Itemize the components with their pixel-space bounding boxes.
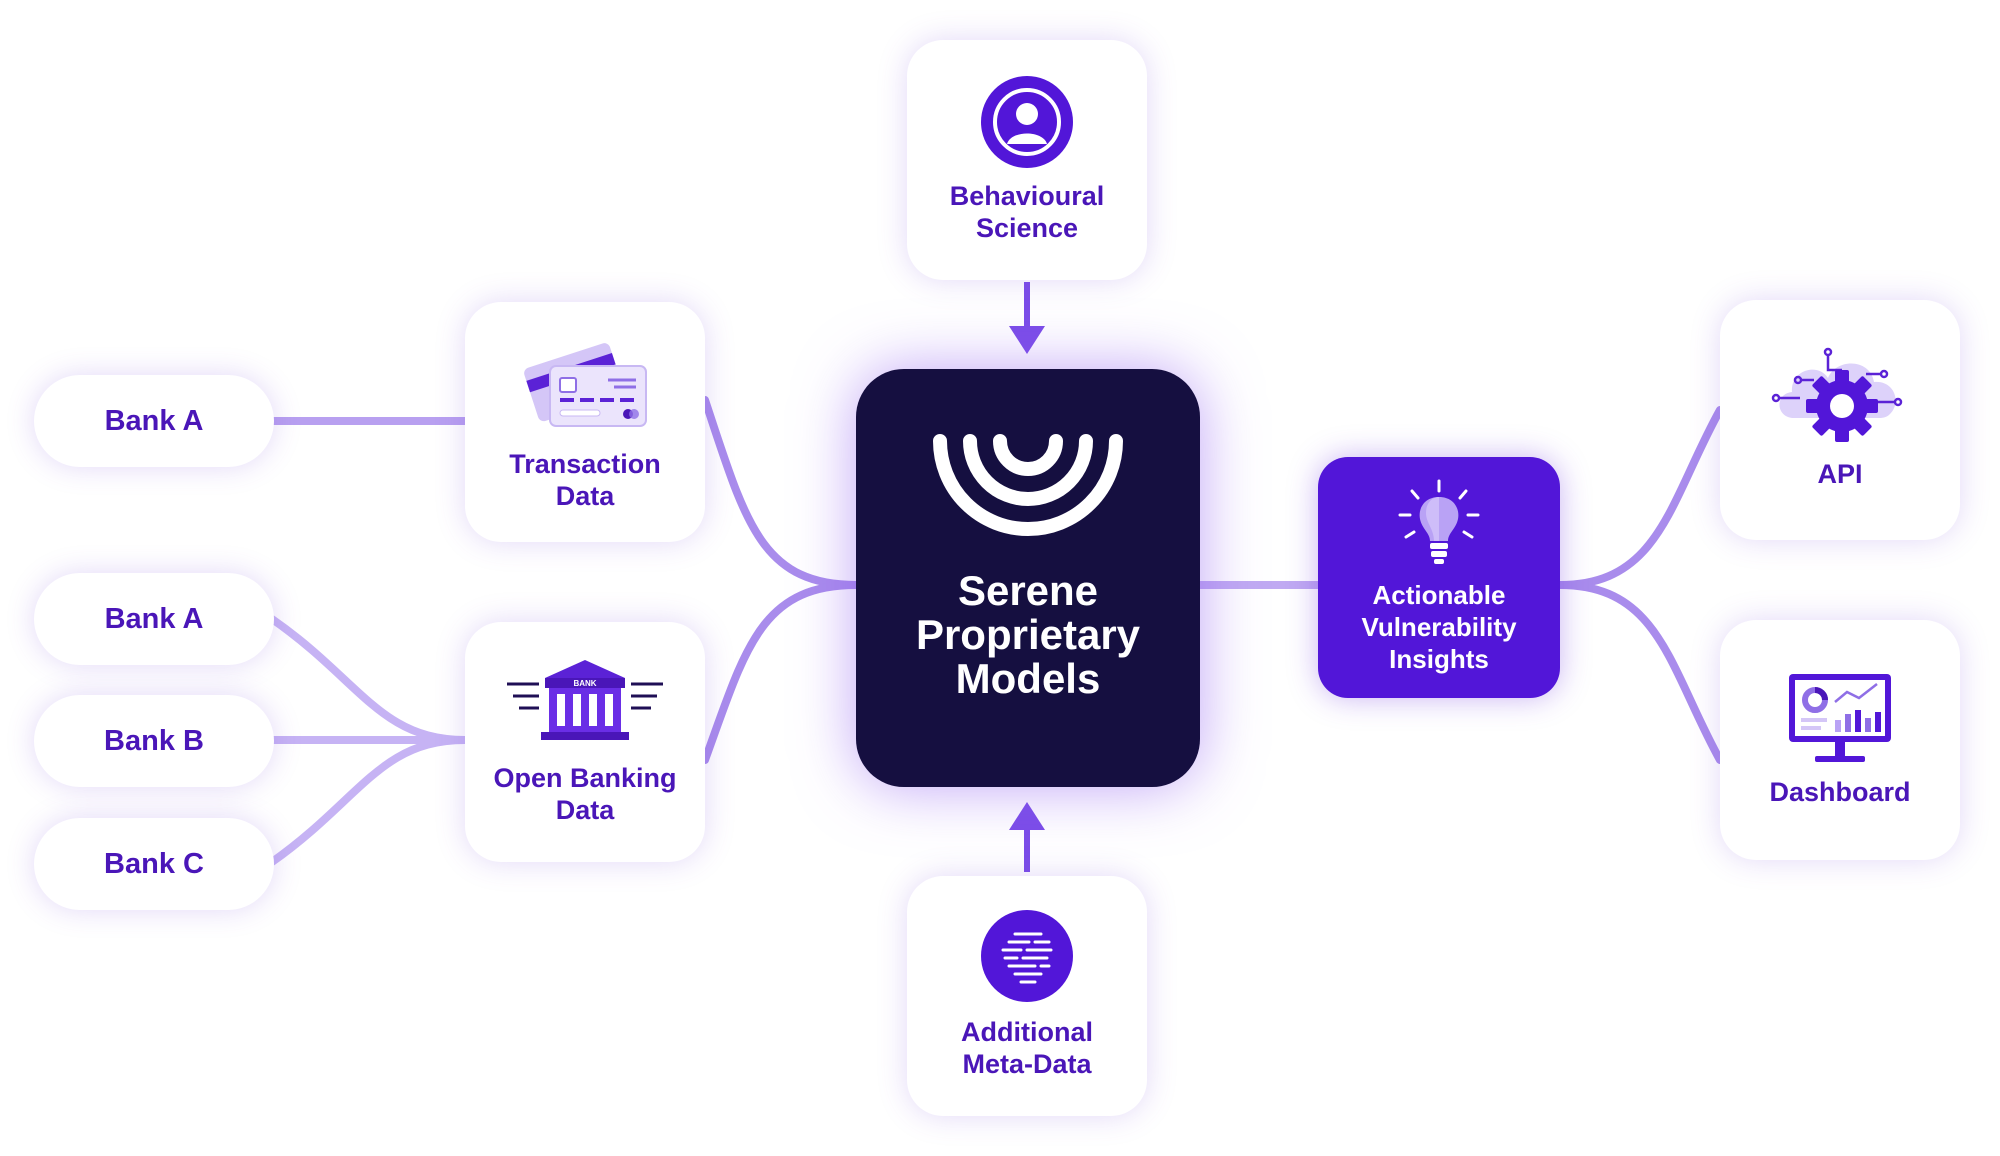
meta-data-label-line1: Additional [961,1017,1093,1047]
lightbulb-icon [1398,479,1480,564]
monitor-chart-icon [1789,674,1891,762]
bank-a-label: Bank A [104,602,204,635]
open-banking-label-line1: Open Banking [493,763,677,793]
user-circle-icon [981,76,1073,168]
insights-block: Actionable Vulnerability Insights [1318,457,1560,698]
core-title-line3: Models [955,655,1101,702]
insights-label-line2: Vulnerability [1361,612,1517,642]
insights-label-line3: Insights [1389,644,1489,674]
api-label: API [1817,459,1863,489]
serene-core-block: Serene Proprietary Models [856,369,1200,787]
transaction-data-label-line2: Data [555,481,615,511]
connector-bank-c [268,736,469,866]
bank-c-label: Bank C [104,847,204,880]
core-title-line1: Serene [957,567,1099,614]
connector-bank-a-bottom [268,615,469,744]
behavioural-science-card: Behavioural Science [907,40,1147,280]
data-lines-icon [981,910,1073,1002]
bank-a-pill: Bank A [34,573,274,665]
bank-c-pill: Bank C [34,818,274,910]
transaction-data-label-line1: Transaction [509,449,661,479]
api-card: API [1720,300,1960,540]
connector-insights-dashboard [1556,581,1724,764]
core-title-line2: Proprietary [915,611,1141,658]
connector-openbanking-core [701,581,860,764]
connector-insights-api [1556,406,1724,589]
bank-a-pill-top: Bank A [34,375,274,467]
connector-transaction-core [701,396,860,589]
credit-cards-icon [524,343,647,427]
additional-meta-data-card: Additional Meta-Data [907,876,1147,1116]
serene-logo-icon [933,434,1123,536]
bank-a-label: Bank A [104,404,204,437]
bank-b-label: Bank B [104,724,204,757]
dashboard-label: Dashboard [1769,777,1911,807]
behavioural-label-line2: Science [975,213,1079,243]
arrow-behavioural-to-core [1009,282,1045,354]
open-banking-data-card: BANK Open Banking Data [465,622,705,862]
transaction-data-card: Transaction Data [465,302,705,542]
bank-badge-text: BANK [573,679,596,688]
bank-b-pill: Bank B [34,695,274,787]
meta-data-label-line2: Meta-Data [962,1049,1092,1079]
open-banking-label-line2: Data [555,795,615,825]
cloud-gear-icon [1771,347,1903,442]
bank-building-icon: BANK [507,660,663,740]
insights-label-line1: Actionable [1372,580,1506,610]
behavioural-label-line1: Behavioural [949,181,1105,211]
dashboard-card: Dashboard [1720,620,1960,860]
arrow-meta-to-core [1009,802,1045,872]
